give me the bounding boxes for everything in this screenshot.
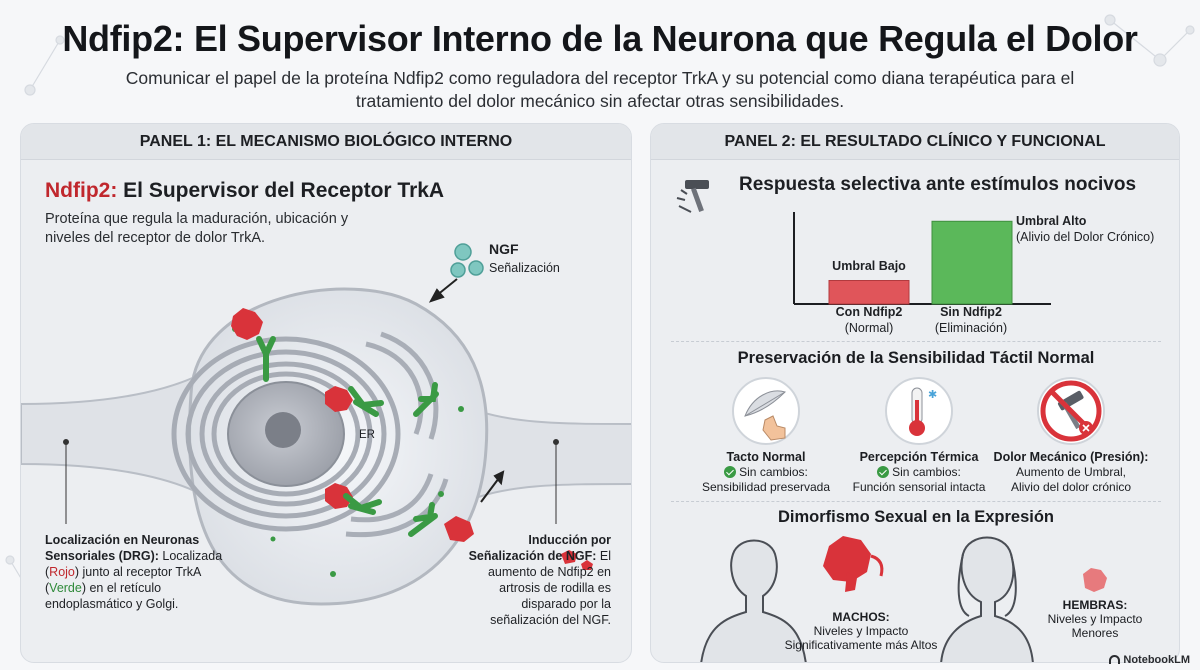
hammer-prohibited-icon <box>1037 377 1105 445</box>
panel-mechanism: PANEL 1: EL MECANISMO BIOLÓGICO INTERNO … <box>20 123 632 663</box>
sensation-tacto: Tacto Normal Sin cambios: Sensibilidad p… <box>701 450 831 494</box>
ngf-label: NGF <box>489 241 519 257</box>
check-icon <box>724 466 737 478</box>
trka-receptors <box>256 336 439 537</box>
sex-dimorphism-figure <box>700 536 1107 662</box>
ngf-molecule <box>450 243 484 278</box>
threshold-bar-chart <box>793 212 1051 305</box>
notebooklm-logo-icon <box>1109 655 1121 664</box>
bar-sin-ndfip2 <box>931 220 1013 305</box>
callout-lines <box>63 439 559 524</box>
sensation-dolor-mecanico: Dolor Mecánico (Presión): Aumento de Umb… <box>993 450 1149 494</box>
heading-rest: El Supervisor del Receptor TrkA <box>117 179 445 202</box>
nucleolus <box>265 412 301 448</box>
female-silhouette <box>940 536 1034 662</box>
neuron-cell-diagram <box>21 243 631 606</box>
feather-hand-icon <box>732 377 800 445</box>
category-con-ndfip2: Con Ndfip2(Normal) <box>835 305 903 335</box>
page-subtitle: Comunicar el papel de la proteína Ndfip2… <box>125 68 1075 111</box>
sensation-termica: Percepción Térmica Sin cambios: Función … <box>852 450 986 494</box>
page-title: Ndfip2: El Supervisor Interno de la Neur… <box>62 18 1138 59</box>
brand-watermark: NotebookLM <box>1109 654 1190 666</box>
heading-protein-name: Ndfip2: <box>45 179 118 202</box>
dimorphism-section-title: Dimorfismo Sexual en la Expresión <box>777 508 1054 526</box>
svg-text:✱: ✱ <box>928 388 937 401</box>
category-sin-ndfip2: Sin Ndfip2(Eliminación) <box>934 305 1008 335</box>
localization-callout: Localización en Neuronas Sensoriales (DR… <box>45 533 223 611</box>
panel1-description: Proteína que regula la maduración, ubica… <box>45 211 349 246</box>
divider <box>671 341 1161 342</box>
er-label: ER <box>359 429 375 441</box>
ngf-signaling-label: Señalización <box>489 261 560 275</box>
panel-clinical-result: PANEL 2: EL RESULTADO CLÍNICO Y FUNCIONA… <box>650 123 1180 663</box>
hammer-icon <box>676 180 709 213</box>
panel2-header: PANEL 2: EL RESULTADO CLÍNICO Y FUNCIONA… <box>651 124 1179 160</box>
ndfip2-protein-clusters <box>231 308 593 570</box>
bar-con-ndfip2 <box>828 280 910 305</box>
bar-label-umbral-alto: Umbral Alto(Alivio del Dolor Crónico) <box>1016 214 1155 244</box>
male-silhouette <box>700 539 807 662</box>
panel1-heading: Ndfip2: El Supervisor del Receptor TrkA <box>45 179 444 203</box>
golgi-apparatus <box>345 331 449 538</box>
endoplasmic-reticulum <box>171 336 401 532</box>
sensitivity-section-title: Preservación de la Sensibilidad Táctil N… <box>737 349 1095 367</box>
ndfip2-low-expression <box>1083 568 1107 592</box>
chart-title: Respuesta selectiva ante estímulos nociv… <box>739 174 1137 195</box>
thermometer-icon: ✱ <box>885 377 953 445</box>
bar-label-umbral-bajo: Umbral Bajo <box>832 259 906 273</box>
check-icon <box>877 466 890 478</box>
induction-callout: Inducción por Señalización de NGF: El au… <box>468 533 611 627</box>
panel1-header: PANEL 1: EL MECANISMO BIOLÓGICO INTERNO <box>21 124 631 160</box>
signaling-arrows <box>428 278 505 503</box>
divider <box>671 501 1161 502</box>
ndfip2-high-expression <box>823 536 884 592</box>
